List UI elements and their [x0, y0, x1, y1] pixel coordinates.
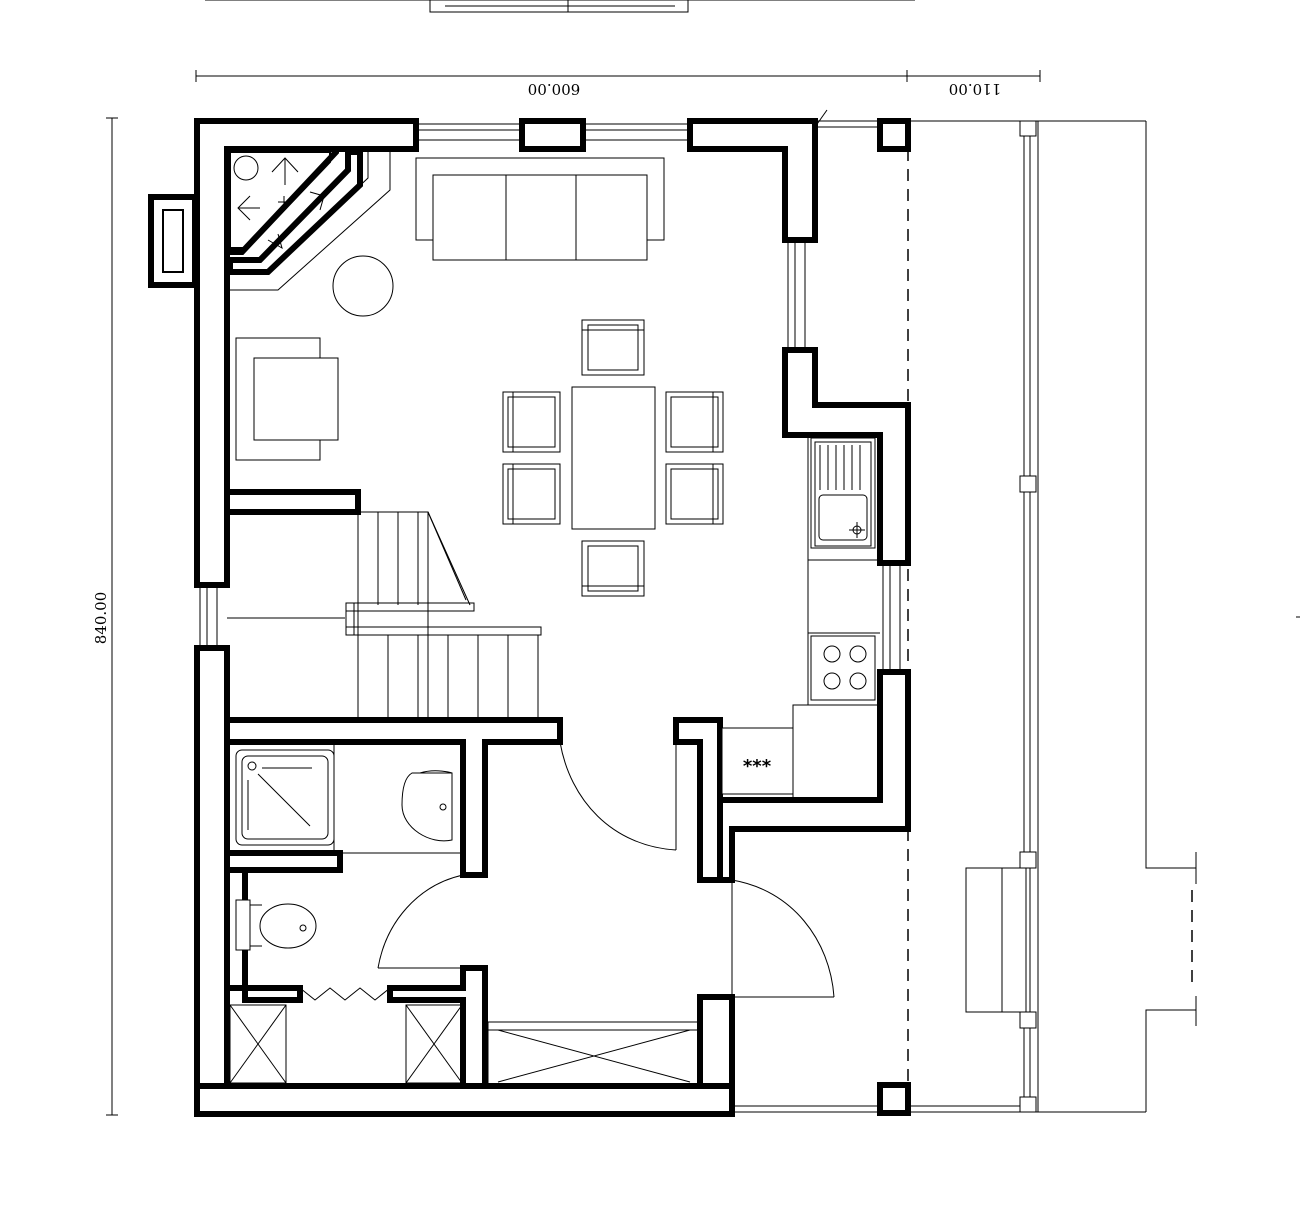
armchair	[235, 337, 339, 461]
windows	[199, 109, 901, 672]
chair-left-2	[502, 463, 561, 525]
terrace-steps	[965, 867, 1027, 1013]
dining-table	[571, 386, 656, 530]
dining-set	[502, 319, 724, 597]
stove-symbol: ***	[743, 756, 772, 777]
dimension-label-height: 840.00	[92, 592, 110, 645]
kitchen-sink	[810, 437, 876, 549]
sofa	[415, 157, 665, 261]
chair-top	[581, 319, 645, 376]
washbasin	[333, 741, 464, 854]
stove: ***	[721, 727, 794, 795]
chair-right-1	[665, 391, 724, 453]
entry-closet	[487, 1021, 699, 1085]
toilet	[235, 899, 317, 951]
doors	[377, 741, 835, 998]
interior-walls	[224, 489, 735, 1089]
round-table	[332, 255, 394, 317]
cooktop	[810, 635, 876, 701]
dimension-left: 840.00	[92, 117, 118, 1116]
exterior-walls	[194, 118, 911, 1117]
chair-right-2	[665, 463, 724, 525]
storage-right	[405, 1004, 463, 1084]
closet-zigzag	[299, 987, 391, 1001]
chair-left-1	[502, 391, 561, 453]
shower	[235, 749, 335, 846]
storage-left	[229, 1004, 287, 1084]
chair-bottom	[581, 540, 645, 597]
dimension-top: 600.00 110.00	[195, 70, 1041, 98]
corner-fireplace	[224, 146, 391, 291]
chimney	[148, 194, 198, 288]
staircase	[227, 511, 542, 721]
dimension-label-terrace: 110.00	[949, 80, 1002, 98]
top-outline	[205, 0, 915, 13]
dimension-label-main: 600.00	[528, 80, 581, 98]
